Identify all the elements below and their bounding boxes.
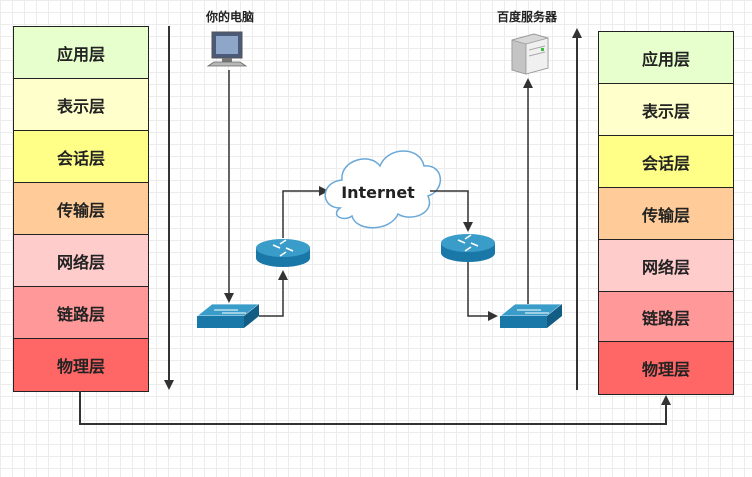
- right-layer-datalink: 链路层: [599, 292, 733, 342]
- left-router-icon: [256, 239, 310, 267]
- internet-label: Internet: [341, 183, 415, 202]
- left-layer-presentation: 表示层: [14, 79, 148, 131]
- right-layer-application: 应用层: [599, 32, 733, 84]
- physical-link-arrow: [79, 391, 671, 425]
- right-layer-presentation: 表示层: [599, 84, 733, 136]
- right-osi-stack: 应用层 表示层 会话层 传输层 网络层 链路层 物理层: [598, 31, 734, 395]
- left-layer-application: 应用层: [14, 27, 148, 79]
- left-layer-datalink: 链路层: [14, 287, 148, 339]
- left-osi-stack: 应用层 表示层 会话层 传输层 网络层 链路层 物理层: [13, 26, 149, 392]
- right-router-icon: [441, 234, 495, 262]
- switch-to-router-arrow: [259, 270, 288, 317]
- baidu-server-label: 百度服务器: [497, 9, 558, 24]
- right-layer-transport: 传输层: [599, 188, 733, 240]
- server-icon: [511, 33, 549, 75]
- your-pc-label: 你的电脑: [205, 9, 254, 24]
- internet-to-router-arrow: [430, 190, 473, 232]
- right-layer-physical: 物理层: [599, 342, 733, 394]
- computer-icon: [206, 31, 248, 67]
- router-to-switch-arrow: [467, 262, 498, 321]
- right-switch-icon: [498, 303, 564, 328]
- internet-cloud-icon: [324, 150, 442, 229]
- router-to-internet-arrow: [282, 186, 329, 238]
- right-layer-session: 会话层: [599, 136, 733, 188]
- left-layer-session: 会话层: [14, 131, 148, 183]
- right-layer-network: 网络层: [599, 240, 733, 292]
- left-layer-network: 网络层: [14, 235, 148, 287]
- left-layer-physical: 物理层: [14, 339, 148, 391]
- left-switch-icon: [195, 303, 261, 328]
- left-layer-transport: 传输层: [14, 183, 148, 235]
